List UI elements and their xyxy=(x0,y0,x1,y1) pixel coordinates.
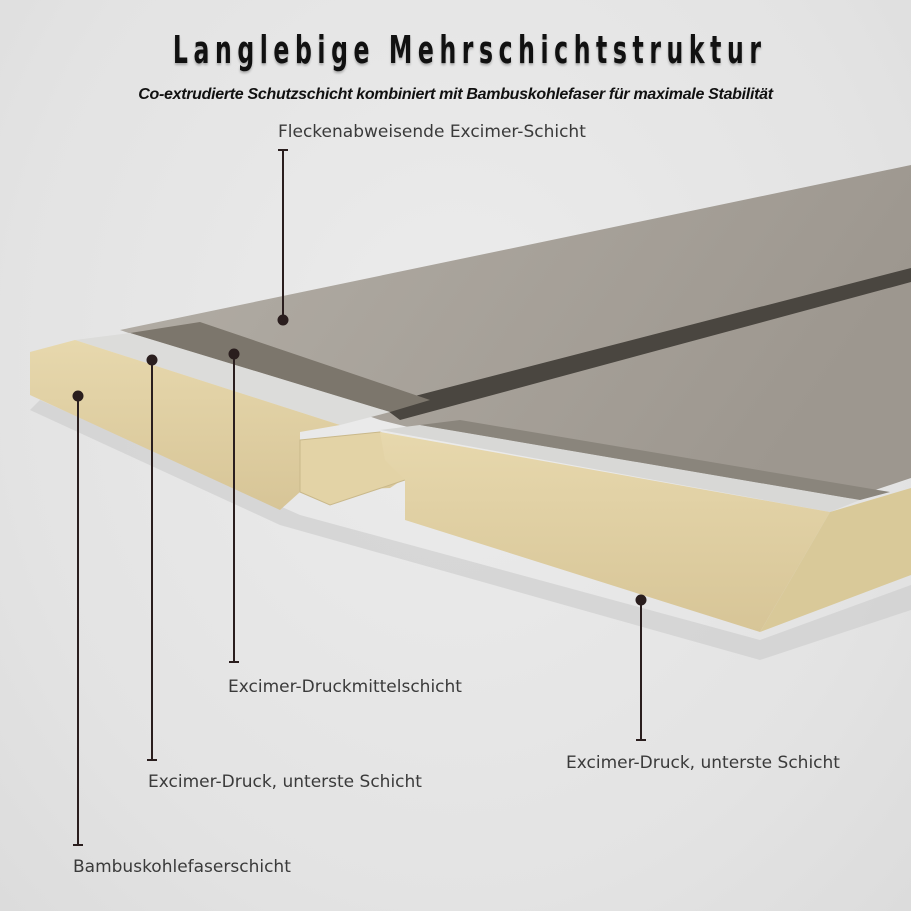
callout-dot xyxy=(146,354,158,366)
groove-strip xyxy=(380,268,911,420)
callout-dot xyxy=(72,390,84,402)
callout-dot xyxy=(228,348,240,360)
callout-dot xyxy=(635,594,647,606)
wood-top-surface xyxy=(120,165,911,505)
core-layer-right xyxy=(380,432,830,632)
page-title: Langlebige Mehrschichtstruktur xyxy=(172,28,767,72)
board-shadow xyxy=(30,400,911,660)
bottom-print-layer-right xyxy=(380,425,860,512)
callout-label-bottom-layer-left: Excimer-Druck, unterste Schicht xyxy=(148,772,422,792)
callout-label-middle-layer: Excimer-Druckmittelschicht xyxy=(228,677,462,697)
callout-label-stain-layer: Fleckenabweisende Excimer-Schicht xyxy=(278,122,586,142)
callout-label-bottom-layer-right: Excimer-Druck, unterste Schicht xyxy=(566,753,840,773)
callout-dot xyxy=(277,314,289,326)
callout-label-core-layer: Bambuskohlefaserschicht xyxy=(73,857,291,877)
middle-print-layer xyxy=(130,322,430,412)
core-layer-right-end xyxy=(760,488,911,632)
middle-print-layer-right xyxy=(420,420,890,500)
page-subtitle: Co-extrudierte Schutzschicht kombiniert … xyxy=(138,86,773,103)
